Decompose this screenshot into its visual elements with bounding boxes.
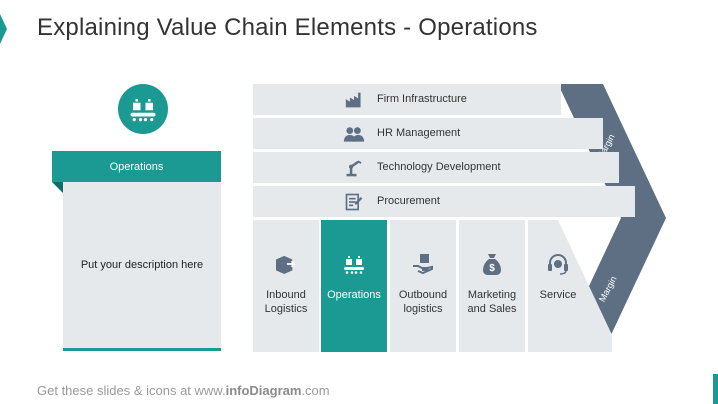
primary-inbound-logistics: Inbound Logistics xyxy=(253,220,319,352)
support-label: Firm Infrastructure xyxy=(377,93,467,105)
operations-circle xyxy=(118,84,168,134)
hand-box-icon xyxy=(411,252,435,276)
support-row-hr-management: HR Management xyxy=(253,118,603,149)
support-label: Procurement xyxy=(377,195,440,207)
slide-title: Explaining Value Chain Elements - Operat… xyxy=(37,14,538,41)
footer-prefix: Get these slides & icons at www. xyxy=(37,383,226,398)
card-tab: Operations xyxy=(52,151,221,182)
primary-operations: Operations xyxy=(321,220,387,352)
inbound-box-icon xyxy=(274,252,298,276)
svg-text:$: $ xyxy=(489,263,495,274)
support-row-procurement: Procurement xyxy=(253,186,635,217)
conveyor-belt-icon xyxy=(130,99,156,122)
support-label: Technology Development xyxy=(377,161,501,173)
primary-label: Outbound logistics xyxy=(398,289,448,315)
corner-accent-marker xyxy=(713,374,718,404)
support-row-technology-development: Technology Development xyxy=(253,152,619,183)
footer: Get these slides & icons at www.infoDiag… xyxy=(37,383,330,398)
footer-suffix: .com xyxy=(301,383,330,398)
factory-icon xyxy=(343,89,365,111)
title-accent-marker xyxy=(0,14,7,44)
margin-arrow xyxy=(558,84,666,352)
primary-outbound-logistics: Outbound logistics xyxy=(390,220,456,352)
support-row-firm-infrastructure: Firm Infrastructure xyxy=(253,84,561,115)
headset-icon xyxy=(546,252,570,276)
primary-label: Operations xyxy=(327,289,381,301)
footer-brand: infoDiagram xyxy=(225,383,302,398)
primary-marketing-and-sales: $ Marketing and Sales xyxy=(459,220,525,352)
primary-label: Service xyxy=(539,289,577,301)
robot-arm-icon xyxy=(343,157,365,179)
primary-label: Inbound Logistics xyxy=(264,289,308,315)
people-icon xyxy=(343,123,365,145)
card-fold xyxy=(52,182,63,193)
primary-label: Marketing and Sales xyxy=(467,289,517,315)
conveyor-belt-icon xyxy=(342,252,366,276)
card-description: Put your description here xyxy=(63,182,221,351)
clipboard-icon xyxy=(343,191,365,213)
money-bag-icon: $ xyxy=(480,252,504,276)
support-label: HR Management xyxy=(377,127,461,139)
